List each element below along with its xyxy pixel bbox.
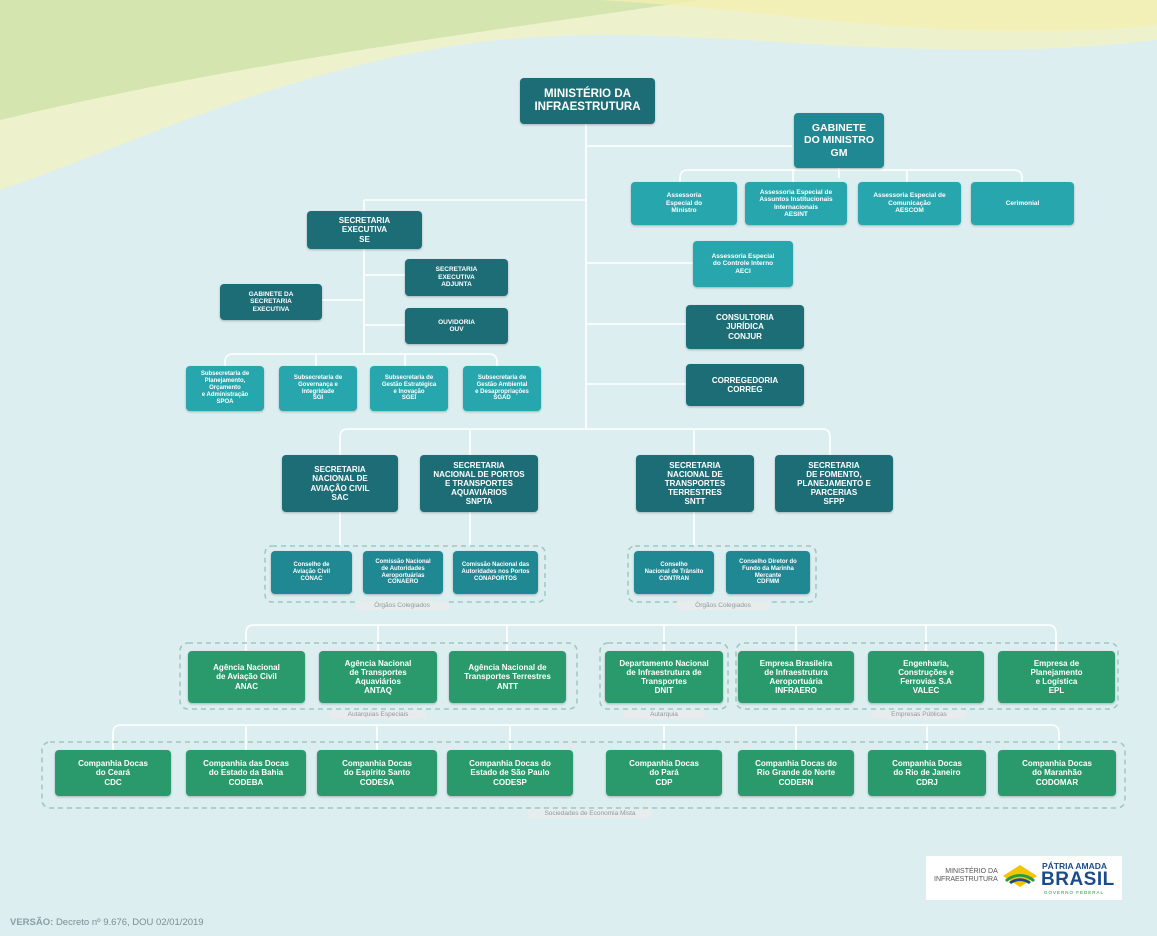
anac-box: Agência Nacional de Aviação Civil ANAC <box>188 651 305 703</box>
codesa-box: Companhia Docas do Espírito Santo CODESA <box>317 750 437 796</box>
brazil-flag-icon <box>1003 865 1037 887</box>
sac-box: SECRETARIA NACIONAL DE AVIAÇÃO CIVIL SAC <box>282 455 398 512</box>
sfpp-box: SECRETARIA DE FOMENTO, PLANEJAMENTO E PA… <box>775 455 893 512</box>
ouvidoria-box: OUVIDORIA OUV <box>405 308 508 344</box>
gabinete-ministro-box: GABINETE DO MINISTRO GM <box>794 113 884 168</box>
correg-box: CORREGEDORIA CORREG <box>686 364 804 406</box>
cdfmm-box: Conselho Diretor do Fundo da Marinha Mer… <box>726 551 810 594</box>
sntt-box: SECRETARIA NACIONAL DE TRANSPORTES TERRE… <box>636 455 754 512</box>
ministerio-box: MINISTÉRIO DA INFRAESTRUTURA <box>520 78 655 124</box>
patria-amada-text: PÁTRIA AMADA <box>1042 861 1108 871</box>
epl-box: Empresa de Planejamento e Logística EPL <box>998 651 1115 703</box>
assessoria-especial-ministro-box: Assessoria Especial do Ministro <box>631 182 737 225</box>
aescom-box: Assessoria Especial de Comunicação AESCO… <box>858 182 961 225</box>
gabinete-se-box: GABINETE DA SECRETARIA EXECUTIVA <box>220 284 322 320</box>
dnit-box: Departamento Nacional de Infraestrutura … <box>605 651 723 703</box>
autarquias-especiais-label: Autarquias Especiais <box>330 710 426 719</box>
empresas-publicas-label: Empresas Públicas <box>872 710 966 719</box>
version-note: VERSÃO: Decreto nº 9.676, DOU 02/01/2019 <box>10 917 204 928</box>
sgi-box: Subsecretaria de Governança e Integridad… <box>279 366 357 411</box>
contran-box: Conselho Nacional de Trânsito CONTRAN <box>634 551 714 594</box>
spoa-box: Subsecretaria de Planejamento, Orçamento… <box>186 366 264 411</box>
secretaria-executiva-box: SECRETARIA EXECUTIVA SE <box>307 211 422 249</box>
sgei-box: Subsecretaria de Gestão Estratégica e In… <box>370 366 448 411</box>
version-text: Decreto nº 9.676, DOU 02/01/2019 <box>55 917 204 928</box>
brasil-text: BRASIL <box>1041 869 1115 890</box>
valec-box: Engenharia, Construções e Ferrovias S.A … <box>868 651 984 703</box>
conaportos-box: Comissão Nacional das Autoridades nos Po… <box>453 551 538 594</box>
snpta-box: SECRETARIA NACIONAL DE PORTOS E TRANSPOR… <box>420 455 538 512</box>
aeci-box: Assessoria Especial do Controle Interno … <box>693 241 793 287</box>
codesp-box: Companhia Docas do Estado de São Paulo C… <box>447 750 573 796</box>
cdc-box: Companhia Docas do Ceará CDC <box>55 750 171 796</box>
codeba-box: Companhia das Docas do Estado da Bahia C… <box>186 750 306 796</box>
antt-box: Agência Nacional de Transportes Terrestr… <box>449 651 566 703</box>
logos-panel: MINISTÉRIO DA INFRAESTRUTURA PÁTRIA AMAD… <box>926 856 1122 900</box>
secretaria-executiva-adjunta-box: SECRETARIA EXECUTIVA ADJUNTA <box>405 259 508 296</box>
cerimonial-box: Cerimonial <box>971 182 1074 225</box>
antaq-box: Agência Nacional de Transportes Aquaviár… <box>319 651 437 703</box>
ministry-logo-text: MINISTÉRIO DA INFRAESTRUTURA <box>934 868 998 883</box>
governo-federal-text: GOVERNO FEDERAL <box>1044 890 1105 895</box>
conjur-box: CONSULTORIA JURÍDICA CONJUR <box>686 305 804 349</box>
aesint-box: Assessoria Especial de Assuntos Instituc… <box>745 182 847 225</box>
conaero-box: Comissão Nacional de Autoridades Aeropor… <box>363 551 443 594</box>
codern-box: Companhia Docas do Rio Grande do Norte C… <box>738 750 854 796</box>
orgaos-colegiados-label-left: Órgãos Colegiados <box>355 601 449 610</box>
cdrj-box: Companhia Docas do Rio de Janeiro CDRJ <box>868 750 986 796</box>
codomar-box: Companhia Docas do Maranhão CODOMAR <box>998 750 1116 796</box>
conac-box: Conselho de Aviação Civil CONAC <box>271 551 352 594</box>
sociedades-economia-mista-label: Sociedades de Economia Mista <box>528 809 652 818</box>
version-label: VERSÃO: <box>10 917 54 928</box>
orgaos-colegiados-label-right: Órgãos Colegiados <box>676 601 770 610</box>
infraero-box: Empresa Brasileira de Infraestrutura Aer… <box>738 651 854 703</box>
autarquia-label: Autarquia <box>623 710 705 719</box>
sgad-box: Subsecretaria de Gestão Ambiental e Desa… <box>463 366 541 411</box>
cdp-box: Companhia Docas do Pará CDP <box>606 750 722 796</box>
